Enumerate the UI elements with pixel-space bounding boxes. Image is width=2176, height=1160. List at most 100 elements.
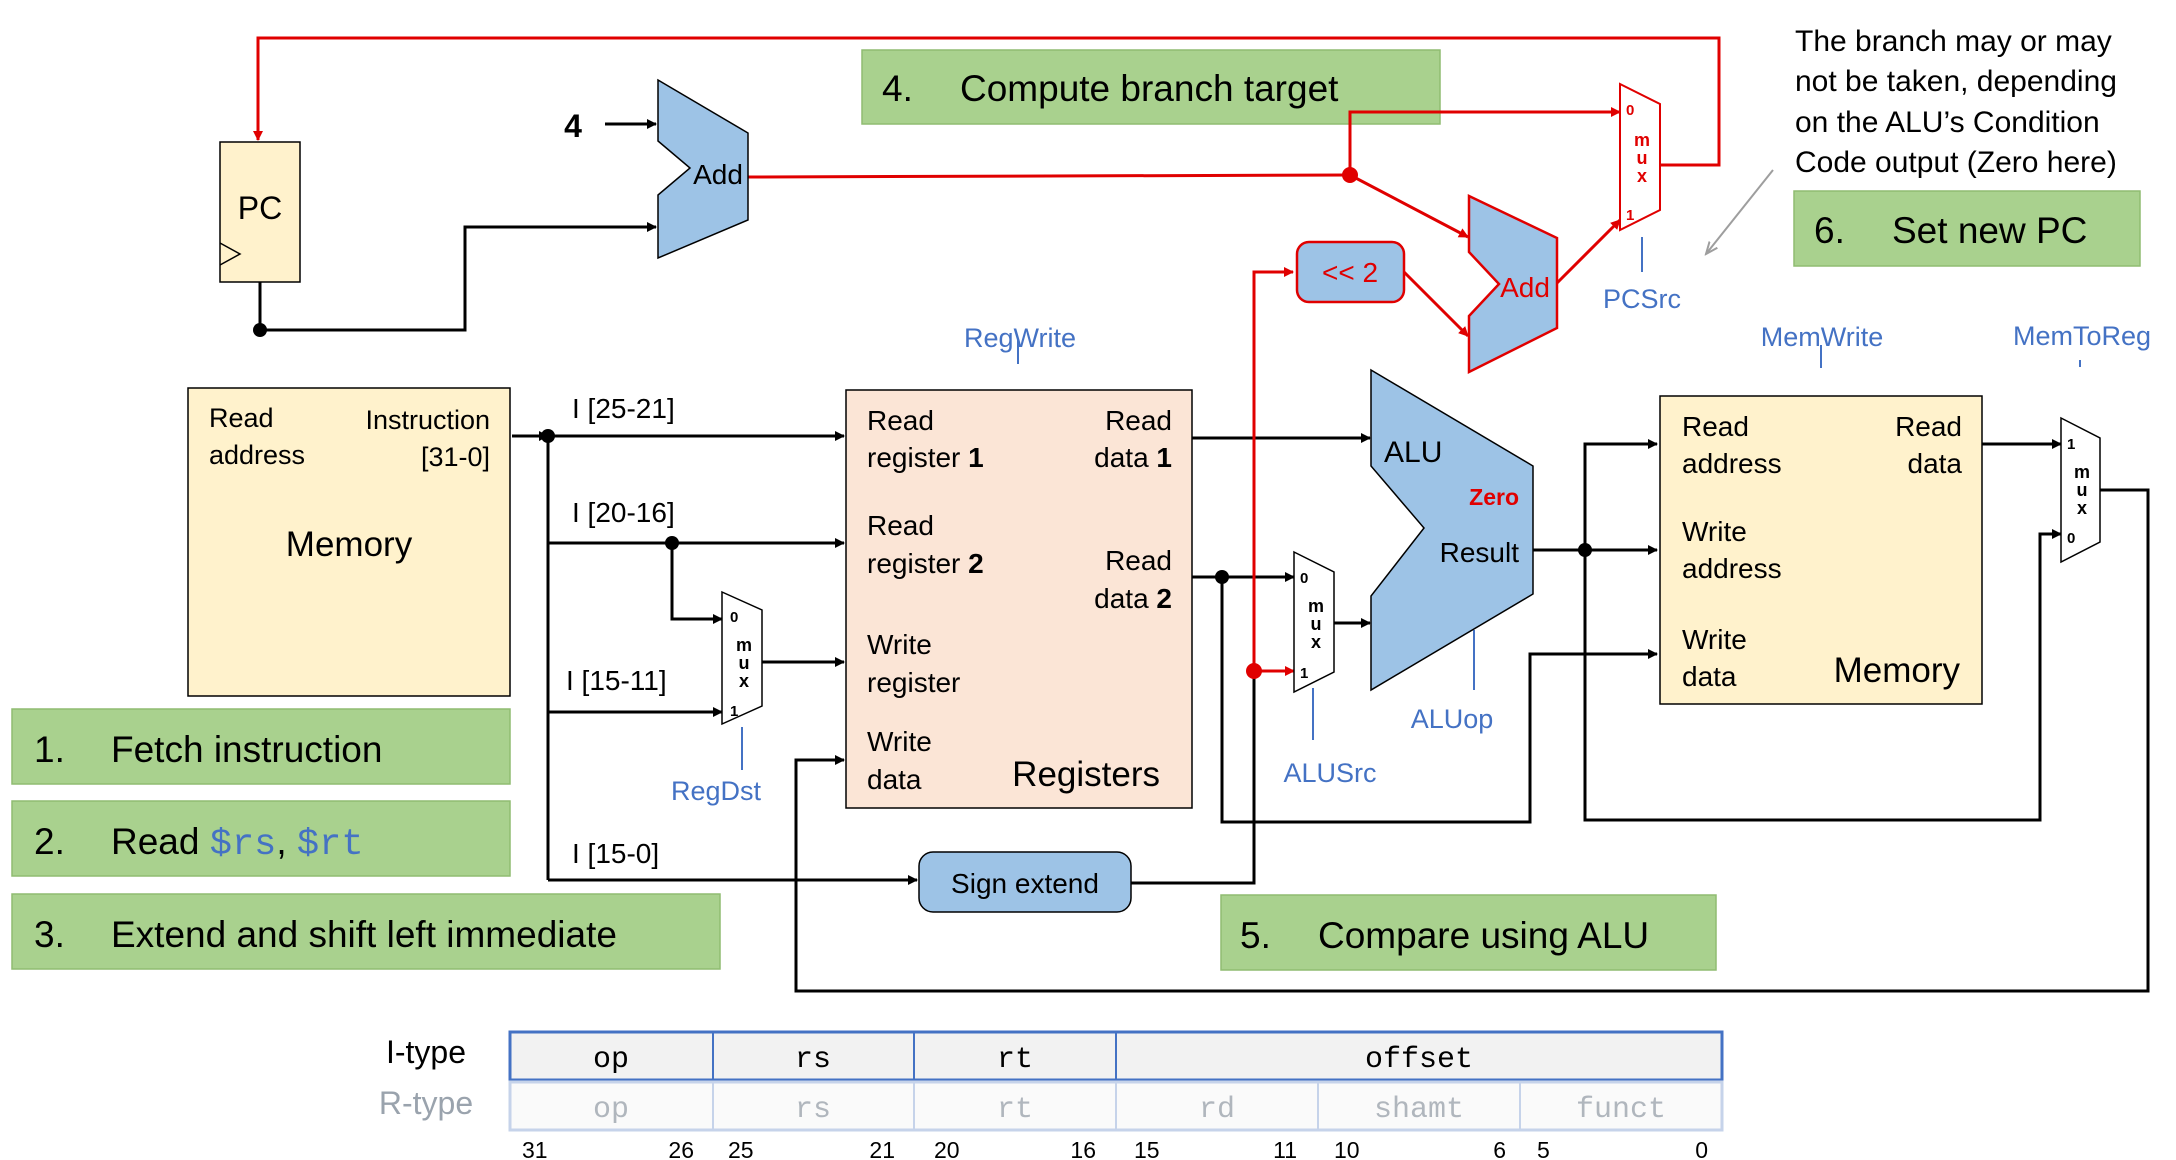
memtoreg-label: MemToReg bbox=[2013, 321, 2151, 351]
regdst-mux-zero: 0 bbox=[730, 609, 738, 626]
step-4-number: 4. bbox=[882, 68, 913, 109]
clock-icon bbox=[219, 242, 242, 266]
bit-21: 21 bbox=[869, 1137, 895, 1160]
step-5-label: Compare using ALU bbox=[1318, 915, 1649, 956]
dmem-read-address-label-b: address bbox=[1682, 448, 1782, 479]
bit-6: 6 bbox=[1493, 1137, 1506, 1160]
write-register-label-b: register bbox=[867, 667, 960, 698]
alusrc-mux-m: m bbox=[1308, 596, 1324, 616]
step-1-number: 1. bbox=[34, 729, 65, 770]
regdst-mux-x: x bbox=[739, 671, 749, 691]
bit-31: 31 bbox=[522, 1137, 548, 1160]
regwrite-label: RegWrite bbox=[964, 323, 1076, 353]
rtype-field-rs: rs bbox=[795, 1093, 831, 1127]
dmem-read-data-label-b: data bbox=[1908, 448, 1963, 479]
instruction-format-table: I-type R-type op rs rt offset op rs rt r… bbox=[379, 1030, 1724, 1160]
memtoreg-mux-zero: 0 bbox=[2067, 530, 2075, 547]
pcsrc-mux-one: 1 bbox=[1626, 207, 1634, 224]
step-4-label: Compute branch target bbox=[960, 68, 1339, 109]
alu-zero-label: Zero bbox=[1469, 484, 1519, 510]
memwrite-label: MemWrite bbox=[1761, 322, 1884, 352]
dmem-write-address-label-b: address bbox=[1682, 553, 1782, 584]
read-data-2-label-b: data 2 bbox=[1094, 583, 1172, 614]
step-5-box: 5. Compare using ALU bbox=[1220, 894, 1717, 971]
rtype-field-funct: funct bbox=[1576, 1093, 1666, 1127]
rtype-field-op: op bbox=[593, 1093, 629, 1127]
red-wires bbox=[253, 36, 1721, 676]
note-line-2: not be taken, depending bbox=[1795, 65, 2117, 98]
pcsrc-label: PCSrc bbox=[1603, 284, 1681, 314]
read-data-1-label-a: Read bbox=[1105, 405, 1172, 436]
alusrc-mux-x: x bbox=[1311, 632, 1321, 652]
pc-label: PC bbox=[238, 190, 282, 226]
field-rd-label: I [15-11] bbox=[566, 665, 667, 696]
read-register-1-label-b: register 1 bbox=[867, 442, 984, 473]
bit-positions: 31 26 25 21 20 16 15 11 10 6 5 0 bbox=[522, 1137, 1708, 1160]
step-3-box: 3. Extend and shift left immediate bbox=[11, 893, 721, 970]
memtoreg-mux: 1 m u x 0 bbox=[2060, 416, 2101, 564]
control-ticks bbox=[741, 237, 2081, 770]
alu: ALU Zero Result bbox=[1370, 368, 1534, 692]
alusrc-mux: 0 m u x 1 bbox=[1293, 550, 1335, 694]
pc-adder: Add bbox=[657, 78, 749, 260]
control-labels: RegWrite RegDst ALUSrc ALUop MemWrite Me… bbox=[671, 284, 2151, 806]
read-data-2-label-a: Read bbox=[1105, 545, 1172, 576]
bit-0: 0 bbox=[1695, 1137, 1708, 1160]
alusrc-mux-u: u bbox=[1311, 614, 1322, 634]
step-6-number: 6. bbox=[1814, 210, 1845, 251]
pcsrc-mux-x: x bbox=[1637, 166, 1647, 186]
pc-register: PC bbox=[219, 141, 301, 283]
step-2-rs: $rs bbox=[210, 824, 277, 866]
pcsrc-mux: 0 m u x 1 bbox=[1619, 82, 1661, 232]
branch-adder-label: Add bbox=[1500, 272, 1550, 303]
bit-25: 25 bbox=[728, 1137, 754, 1160]
step-6-label: Set new PC bbox=[1892, 210, 2087, 251]
bit-20: 20 bbox=[934, 1137, 960, 1160]
registers-title: Registers bbox=[1012, 755, 1160, 794]
itype-label: I-type bbox=[386, 1034, 466, 1070]
regdst-mux-m: m bbox=[736, 635, 752, 655]
step-3-label: Extend and shift left immediate bbox=[111, 914, 617, 955]
imem-instruction-label: Instruction bbox=[365, 405, 490, 435]
dmem-write-address-label-a: Write bbox=[1682, 516, 1747, 547]
pcsrc-mux-u: u bbox=[1637, 148, 1648, 168]
note-line-4: Code output (Zero here) bbox=[1795, 146, 2117, 179]
black-wires bbox=[258, 119, 2150, 993]
field-imm-label: I [15-0] bbox=[572, 838, 659, 869]
alu-label: ALU bbox=[1384, 436, 1442, 469]
bit-11: 11 bbox=[1273, 1137, 1297, 1160]
imem-read-label: Read bbox=[209, 403, 274, 433]
register-file: Read register 1 Read register 2 Write re… bbox=[845, 389, 1193, 809]
write-data-label-a: Write bbox=[867, 726, 932, 757]
data-memory: Read address Read data Write address Wri… bbox=[1659, 395, 1983, 705]
step-4-box: 4. Compute branch target bbox=[861, 49, 1441, 125]
memtoreg-mux-m: m bbox=[2074, 462, 2090, 482]
write-register-label-a: Write bbox=[867, 629, 932, 660]
bit-5: 5 bbox=[1537, 1137, 1550, 1160]
alusrc-mux-one: 1 bbox=[1300, 665, 1308, 682]
write-data-label-b: data bbox=[867, 764, 922, 795]
itype-field-op: op bbox=[593, 1043, 629, 1077]
memtoreg-mux-u: u bbox=[2077, 480, 2088, 500]
itype-field-offset: offset bbox=[1365, 1043, 1473, 1077]
itype-field-rt: rt bbox=[997, 1043, 1033, 1077]
pcsrc-mux-zero: 0 bbox=[1626, 102, 1634, 119]
read-register-2-label-b: register 2 bbox=[867, 548, 984, 579]
regdst-mux-one: 1 bbox=[730, 703, 738, 720]
step-2-box: 2. Read $rs, $rt bbox=[11, 800, 511, 877]
read-register-2-label-a: Read bbox=[867, 510, 934, 541]
red-junction-dots bbox=[1246, 167, 1358, 679]
memtoreg-mux-one: 1 bbox=[2067, 436, 2075, 453]
alu-result-label: Result bbox=[1440, 537, 1520, 568]
step-2-rt: $rt bbox=[297, 824, 364, 866]
field-rs-label: I [25-21] bbox=[572, 393, 675, 424]
sign-extend-unit: Sign extend bbox=[918, 851, 1132, 913]
note-arrow bbox=[1706, 169, 1774, 254]
note-line-3: on the ALU’s Condition bbox=[1795, 106, 2100, 139]
shift-left-2-unit: << 2 bbox=[1295, 240, 1406, 304]
regdst-label: RegDst bbox=[671, 776, 762, 806]
rtype-field-shamt: shamt bbox=[1374, 1093, 1464, 1127]
step-3-number: 3. bbox=[34, 914, 65, 955]
sign-extend-label: Sign extend bbox=[951, 868, 1099, 899]
